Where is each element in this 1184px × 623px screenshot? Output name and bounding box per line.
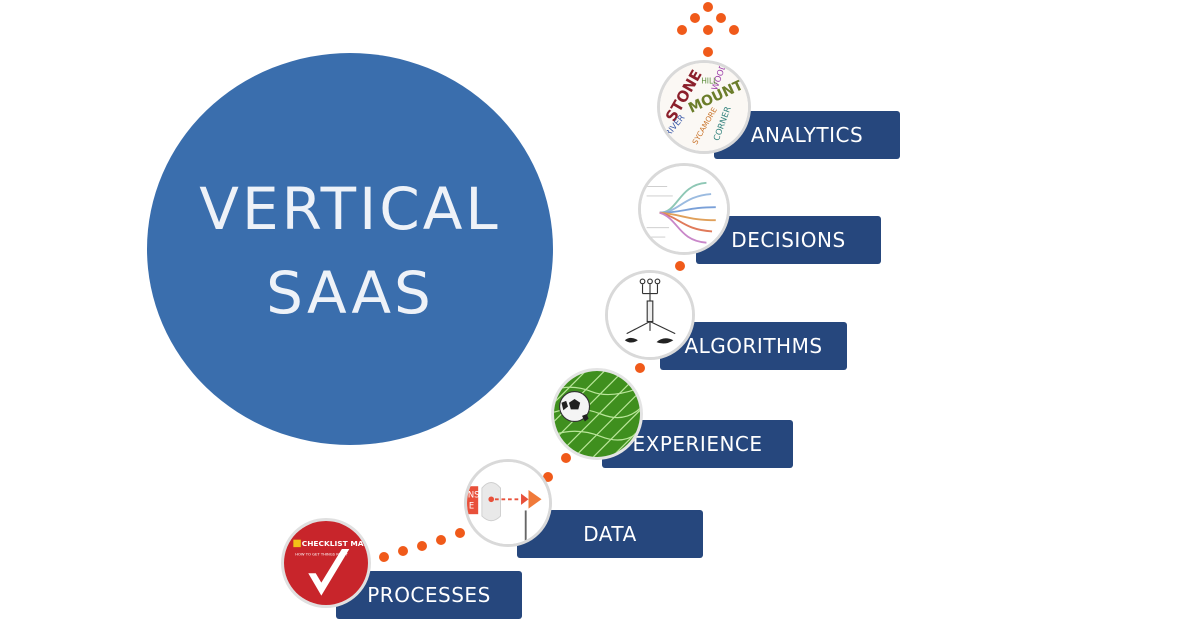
svg-text:HOW TO GET THINGS RIGHT: HOW TO GET THINGS RIGHT [295, 553, 348, 557]
soccer-goal-icon [551, 368, 643, 460]
step-label-decisions: DECISIONS [696, 216, 881, 264]
checklist-icon: CHECKLIST MANIFESTO HOW TO GET THINGS RI… [281, 518, 371, 608]
word-cloud-icon: STONE MOUNT RIVER CORNER WOOD SYCAMORE H… [657, 60, 751, 154]
svg-text:E: E [469, 501, 474, 511]
algorithm-diagram-icon [605, 270, 695, 360]
svg-text:NS: NS [468, 489, 480, 499]
svg-text:CHECKLIST MANIFESTO: CHECKLIST MANIFESTO [302, 539, 368, 548]
title-line-1: VERTICAL [199, 175, 501, 243]
svg-text:HILL: HILL [701, 77, 718, 86]
data-flow-icon: NS E [464, 459, 552, 547]
decision-tree-icon [638, 163, 730, 255]
title-line-2: SAAS [266, 259, 434, 327]
vertical-saas-circle: VERTICAL SAAS [147, 53, 553, 445]
